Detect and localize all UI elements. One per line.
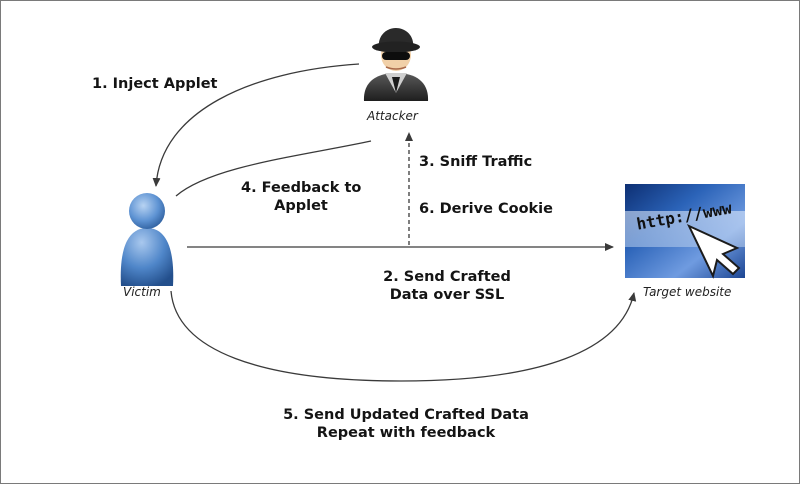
victim-icon — [120, 193, 174, 286]
target-caption: Target website — [643, 285, 732, 299]
step-3-label: 3. Sniff Traffic — [419, 154, 533, 170]
victim-caption: Victim — [123, 285, 161, 299]
step-4-line1: 4. Feedback to — [241, 180, 362, 196]
step-2-label: 2. Send Crafted Data over SSL — [377, 268, 517, 304]
step-5-line2: Repeat with feedback — [316, 425, 496, 442]
step-5-label: 5. Send Updated Crafted Data Repeat with… — [271, 406, 541, 442]
arrow-feedback — [175, 140, 372, 197]
step-2-line1: 2. Send Crafted — [383, 269, 511, 285]
step-6-label: 6. Derive Cookie — [419, 201, 553, 217]
arrow-inject-applet — [152, 63, 360, 187]
step-2-line2: Data over SSL — [389, 287, 505, 304]
arrow-send-updated — [170, 290, 637, 382]
step-4-label: 4. Feedback to Applet — [241, 179, 361, 215]
target-website-image — [625, 184, 745, 279]
step-1-label: 1. Inject Applet — [92, 76, 218, 92]
attacker-icon — [363, 28, 429, 101]
attacker-caption: Attacker — [367, 109, 418, 123]
step-4-line2: Applet — [274, 198, 328, 215]
step-5-line1: 5. Send Updated Crafted Data — [283, 407, 529, 423]
